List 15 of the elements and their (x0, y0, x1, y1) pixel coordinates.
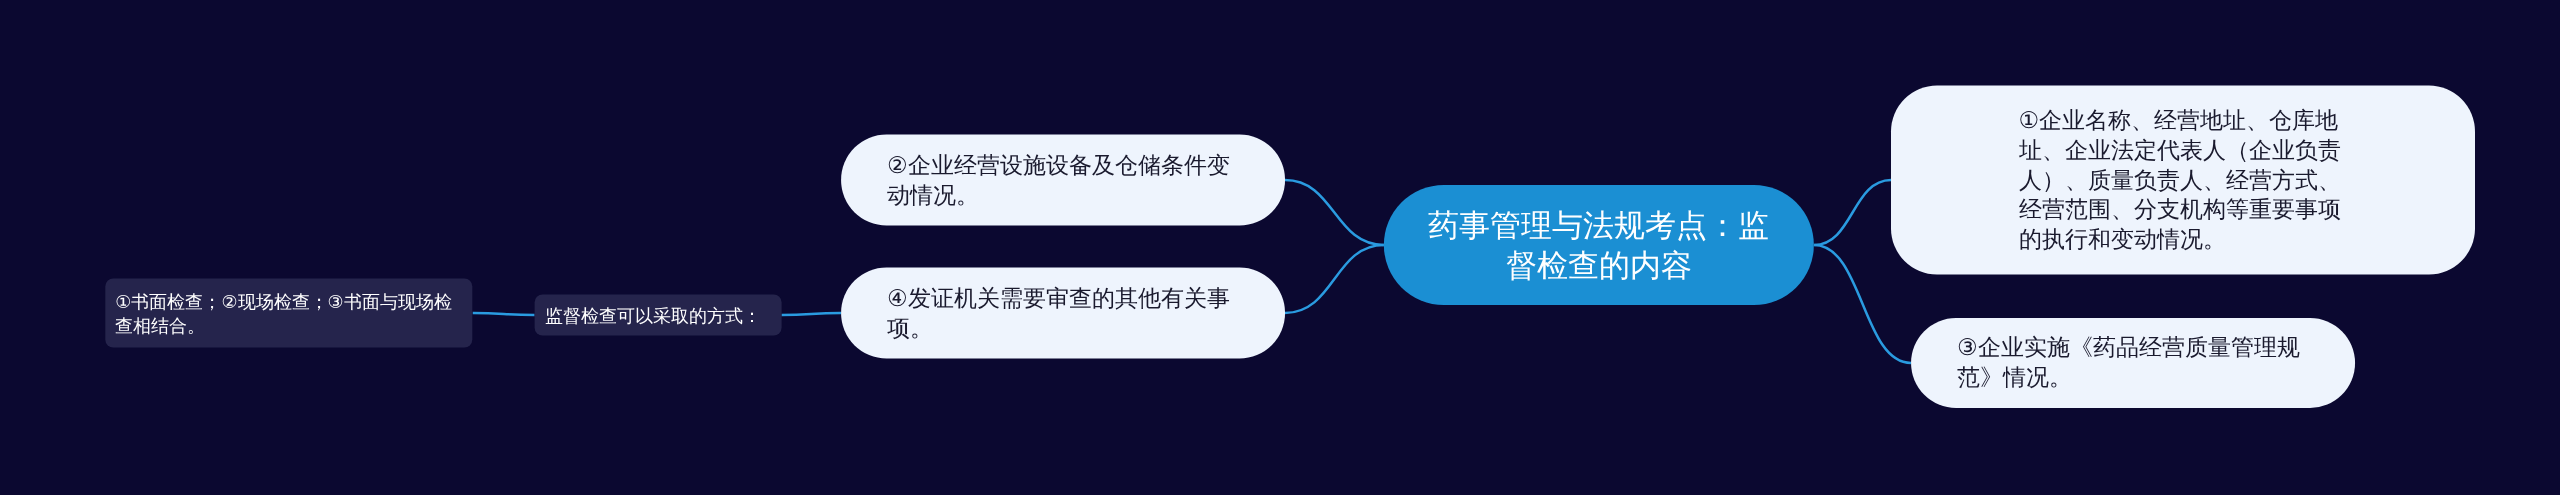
topic-text: ②企业经营设施设备及仓储条件变动情况。 (887, 150, 1231, 209)
subtopic-card (534, 294, 782, 336)
connector-line (1813, 243, 1912, 365)
subtopic-card (105, 278, 473, 348)
topic-text: ①书面检查；②现场检查；③书面与现场检查相结合。 (115, 289, 453, 337)
connector-line (1284, 243, 1384, 315)
connector-line (781, 311, 842, 317)
topic-text: 药事管理与法规考点：监督检查的内容 (1427, 205, 1771, 285)
topic-text: 监督检查可以采取的方式： (544, 303, 762, 327)
topic-bubble (1891, 85, 2475, 275)
connector-line (472, 311, 535, 317)
topic-text: ③企业实施《药品经营质量管理规范》情况。 (1957, 333, 2301, 392)
connector-line (1284, 178, 1384, 247)
topic-text: ④发证机关需要审查的其他有关事项。 (887, 283, 1231, 342)
topic-text: ①企业名称、经营地址、仓库地址、企业法定代表人（企业负责人）、质量负责人、经营方式、经营范围、分支机构等重要事项的执行和变动情况。 (2018, 105, 2342, 254)
